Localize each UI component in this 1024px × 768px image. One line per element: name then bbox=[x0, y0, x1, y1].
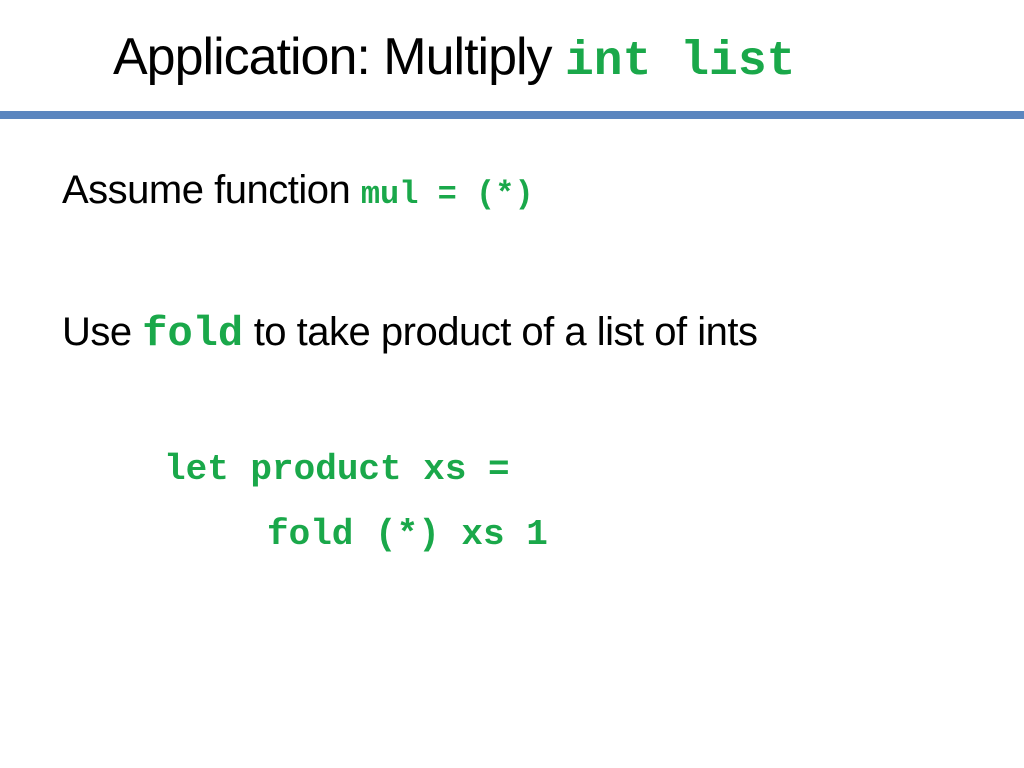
mul-code: mul = (*) bbox=[360, 176, 534, 213]
bullet-assume-function: Assume function mul = (*) bbox=[62, 163, 534, 222]
code-line-1: let product xs = bbox=[164, 449, 510, 490]
slide-title: Application: Multiply int list bbox=[113, 22, 795, 97]
bullet-use-fold: Use fold to take product of a list of in… bbox=[62, 304, 758, 362]
code-line-2: fold (*) xs 1 bbox=[267, 514, 548, 555]
product-description-text: to take product of a list of ints bbox=[243, 310, 758, 354]
title-divider bbox=[0, 111, 1024, 119]
use-text: Use bbox=[62, 310, 143, 354]
assume-function-text: Assume function bbox=[62, 168, 361, 212]
slide-title-text: Application: Multiply bbox=[113, 28, 565, 86]
fold-code: fold bbox=[142, 310, 244, 358]
slide-title-code: int list bbox=[565, 35, 796, 89]
